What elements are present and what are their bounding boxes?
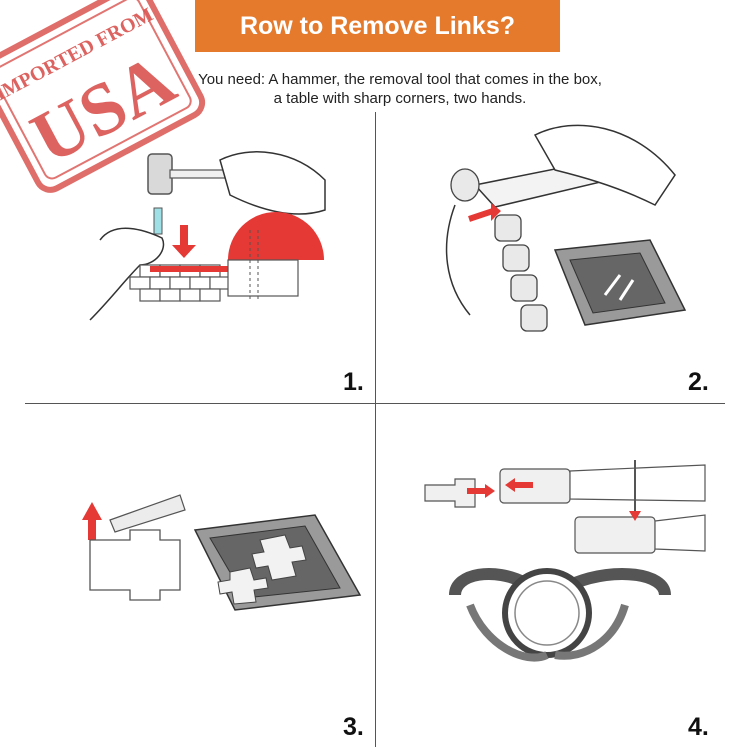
step4-illustration: [424, 460, 706, 662]
step-number-4: 4.: [688, 713, 709, 741]
step-number-2: 2.: [688, 368, 709, 396]
title-banner: Row to Remove Links?: [195, 0, 560, 52]
requirements-line-2: a table with sharp corners, two hands.: [273, 90, 527, 107]
requirements-text: You need: A hammer, the removal tool tha…: [100, 70, 700, 108]
watch-icon: [449, 567, 671, 662]
vertical-divider: [375, 112, 376, 747]
requirements-line-1: You need: A hammer, the removal tool tha…: [198, 71, 602, 88]
hammer-icon: [147, 153, 231, 195]
page-title: Row to Remove Links?: [239, 12, 516, 40]
parts-tray: [193, 514, 362, 611]
step2-illustration: [445, 124, 687, 332]
step3-illustration: [82, 494, 362, 611]
parts-tray: [553, 239, 687, 326]
step-number-1: 1.: [343, 368, 364, 396]
step-number-3: 3.: [343, 713, 364, 741]
step1-illustration: [89, 151, 326, 321]
detail-magnifier: [227, 212, 324, 300]
